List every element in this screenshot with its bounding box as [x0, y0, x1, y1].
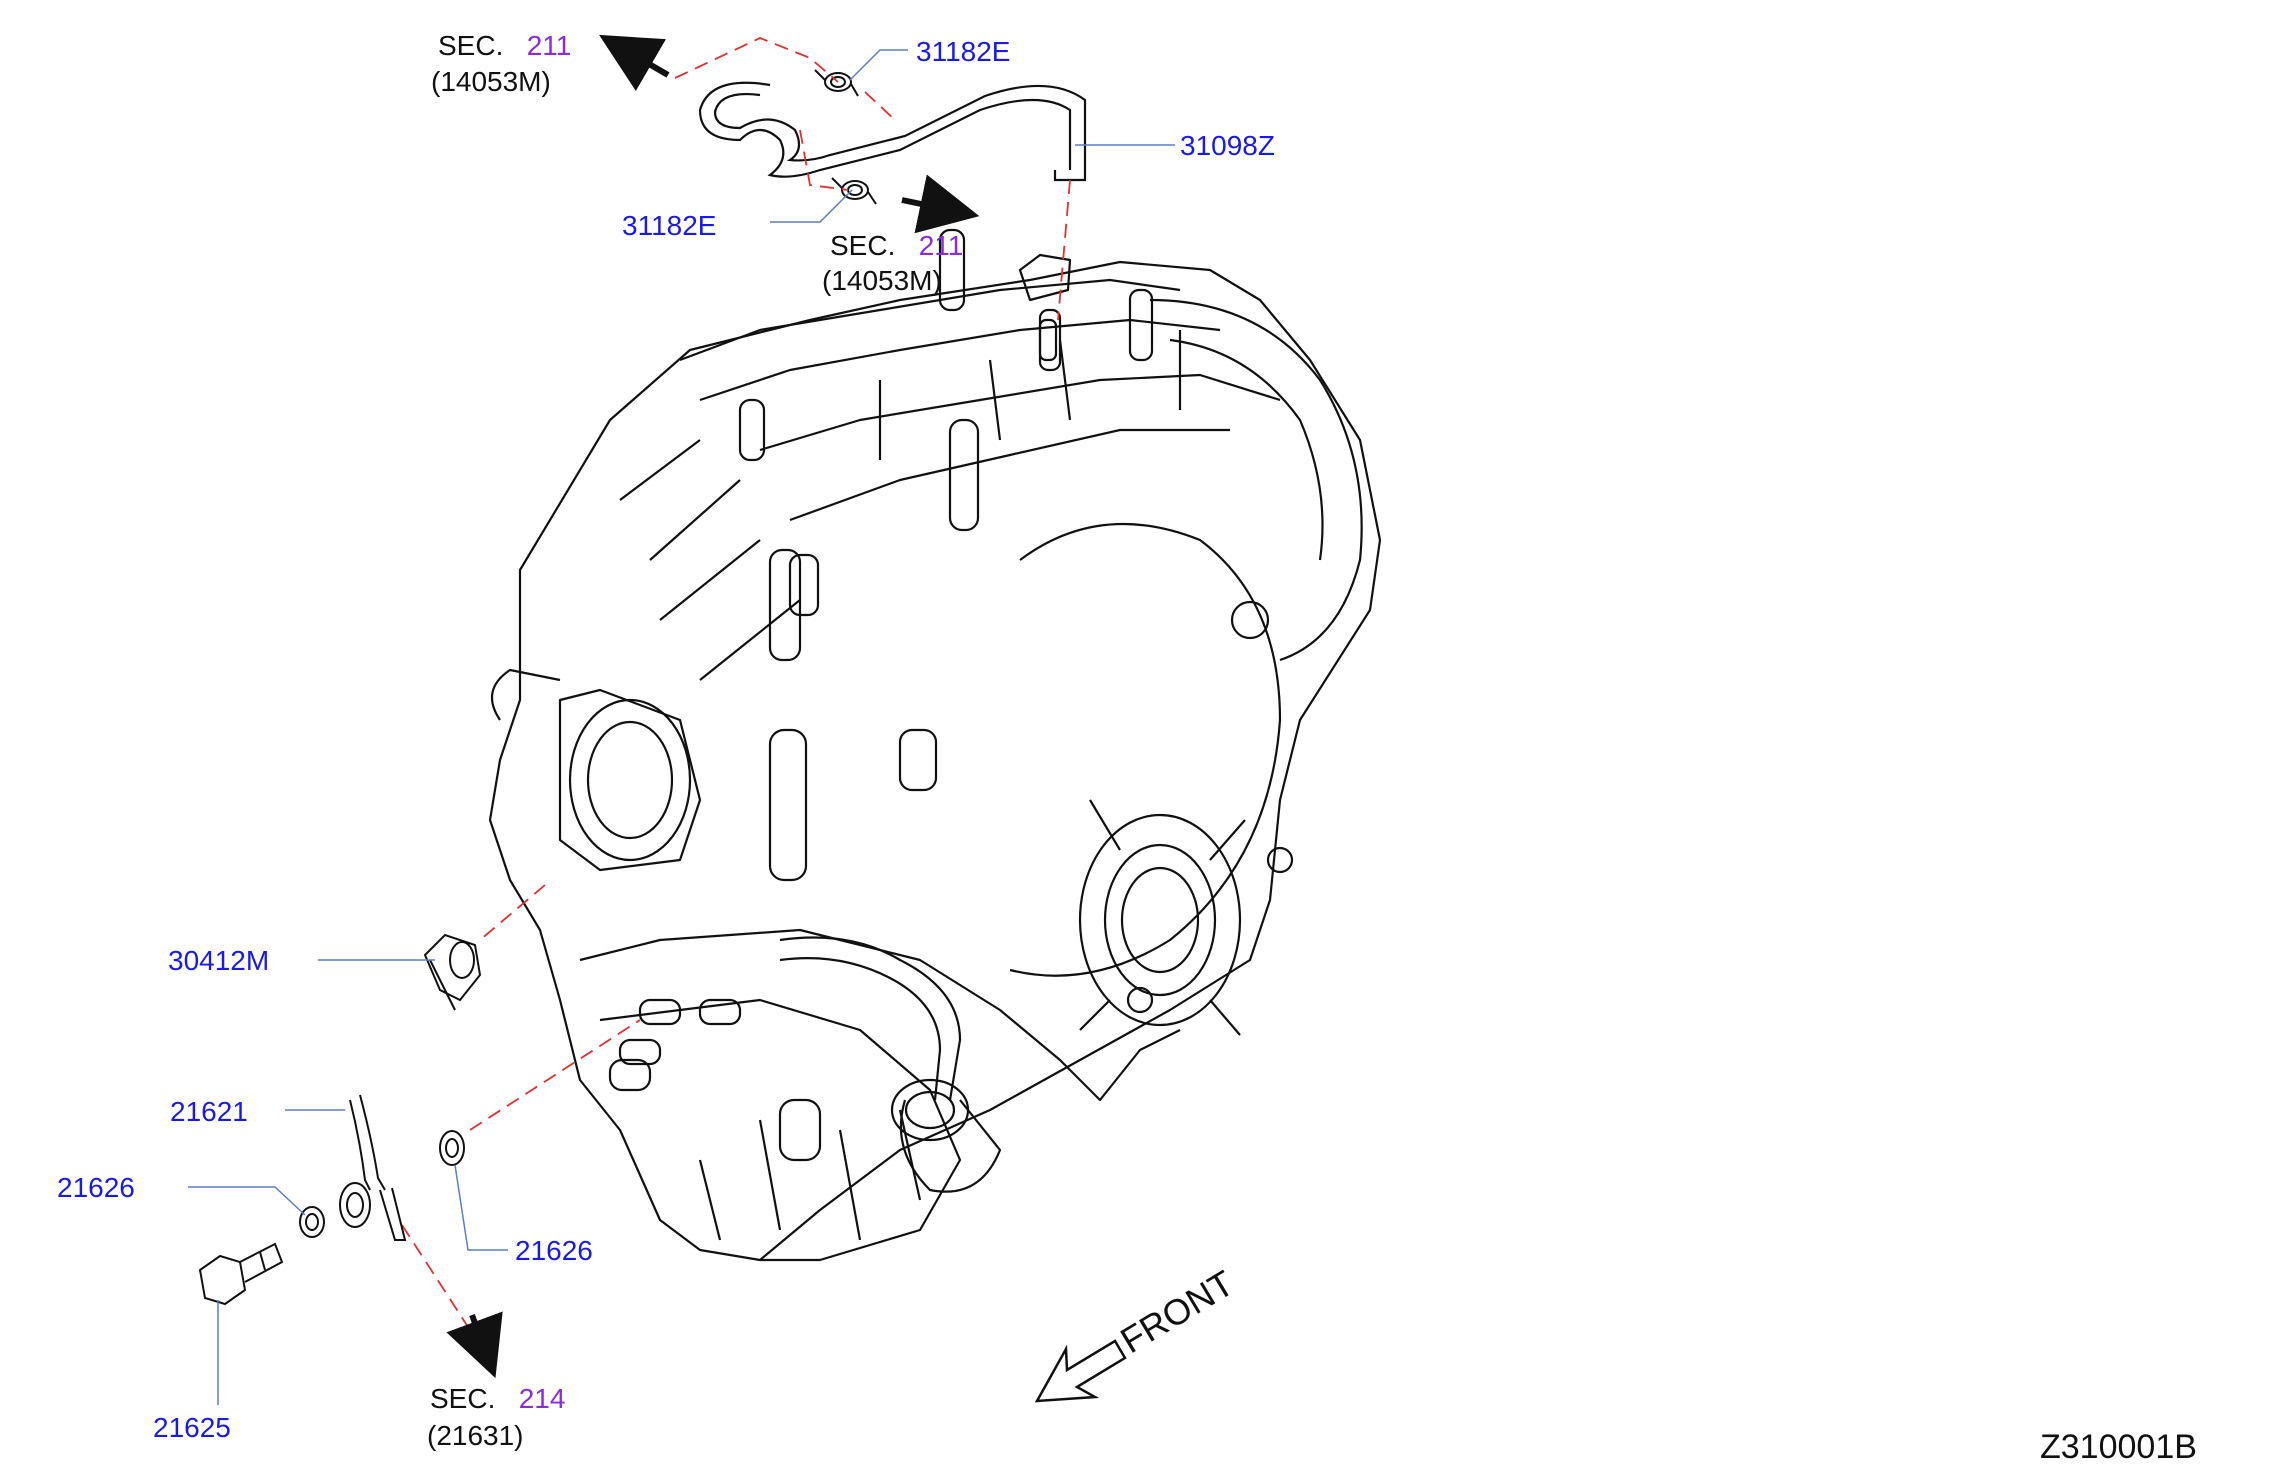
section-number[interactable]: 211 [918, 230, 964, 261]
section-ref-code: (14053M) [431, 66, 551, 97]
arrow-outline-icon [1034, 1339, 1127, 1403]
part-label-31098z[interactable]: 31098Z [1180, 130, 1275, 161]
section-prefix: SEC. [830, 230, 896, 261]
washer-21626-right [439, 1130, 465, 1166]
section-prefix: SEC. [438, 30, 504, 61]
section-number[interactable]: 211 [526, 30, 572, 61]
hose-clip-upper [814, 69, 859, 97]
section-number[interactable]: 214 [518, 1383, 566, 1414]
union-hose-21621 [339, 1094, 407, 1241]
leader-lines [188, 49, 1175, 1405]
part-label-21621[interactable]: 21621 [170, 1096, 248, 1127]
part-label-21625[interactable]: 21625 [153, 1412, 231, 1443]
breather-hose [698, 81, 1087, 182]
arrow-solid-icon [446, 34, 980, 1379]
part-label-31182e-lower[interactable]: 31182E [622, 210, 717, 241]
dash-lines [401, 37, 1071, 1331]
hose-clip-lower [831, 177, 877, 205]
union-bolt-21625 [198, 1242, 284, 1306]
part-label-21626-left[interactable]: 21626 [57, 1172, 135, 1203]
section-ref-bottom: SEC. 214 [430, 1383, 565, 1415]
section-ref-code: (14053M) [822, 265, 942, 296]
part-label-30412m[interactable]: 30412M [168, 945, 270, 976]
section-ref-top-left: SEC. 211 [438, 30, 571, 62]
part-label-31182e-top[interactable]: 31182E [916, 36, 1011, 67]
section-ref-middle: SEC. 211 [830, 230, 963, 262]
diagram-code: Z310001B [2040, 1428, 2197, 1466]
washer-21626-left [299, 1206, 325, 1238]
transaxle-assembly [488, 228, 1382, 1262]
section-prefix: SEC. [430, 1383, 496, 1414]
adapter-30412m [423, 933, 482, 1011]
part-label-21626-right[interactable]: 21626 [515, 1235, 593, 1266]
section-ref-code: (21631) [427, 1420, 524, 1451]
